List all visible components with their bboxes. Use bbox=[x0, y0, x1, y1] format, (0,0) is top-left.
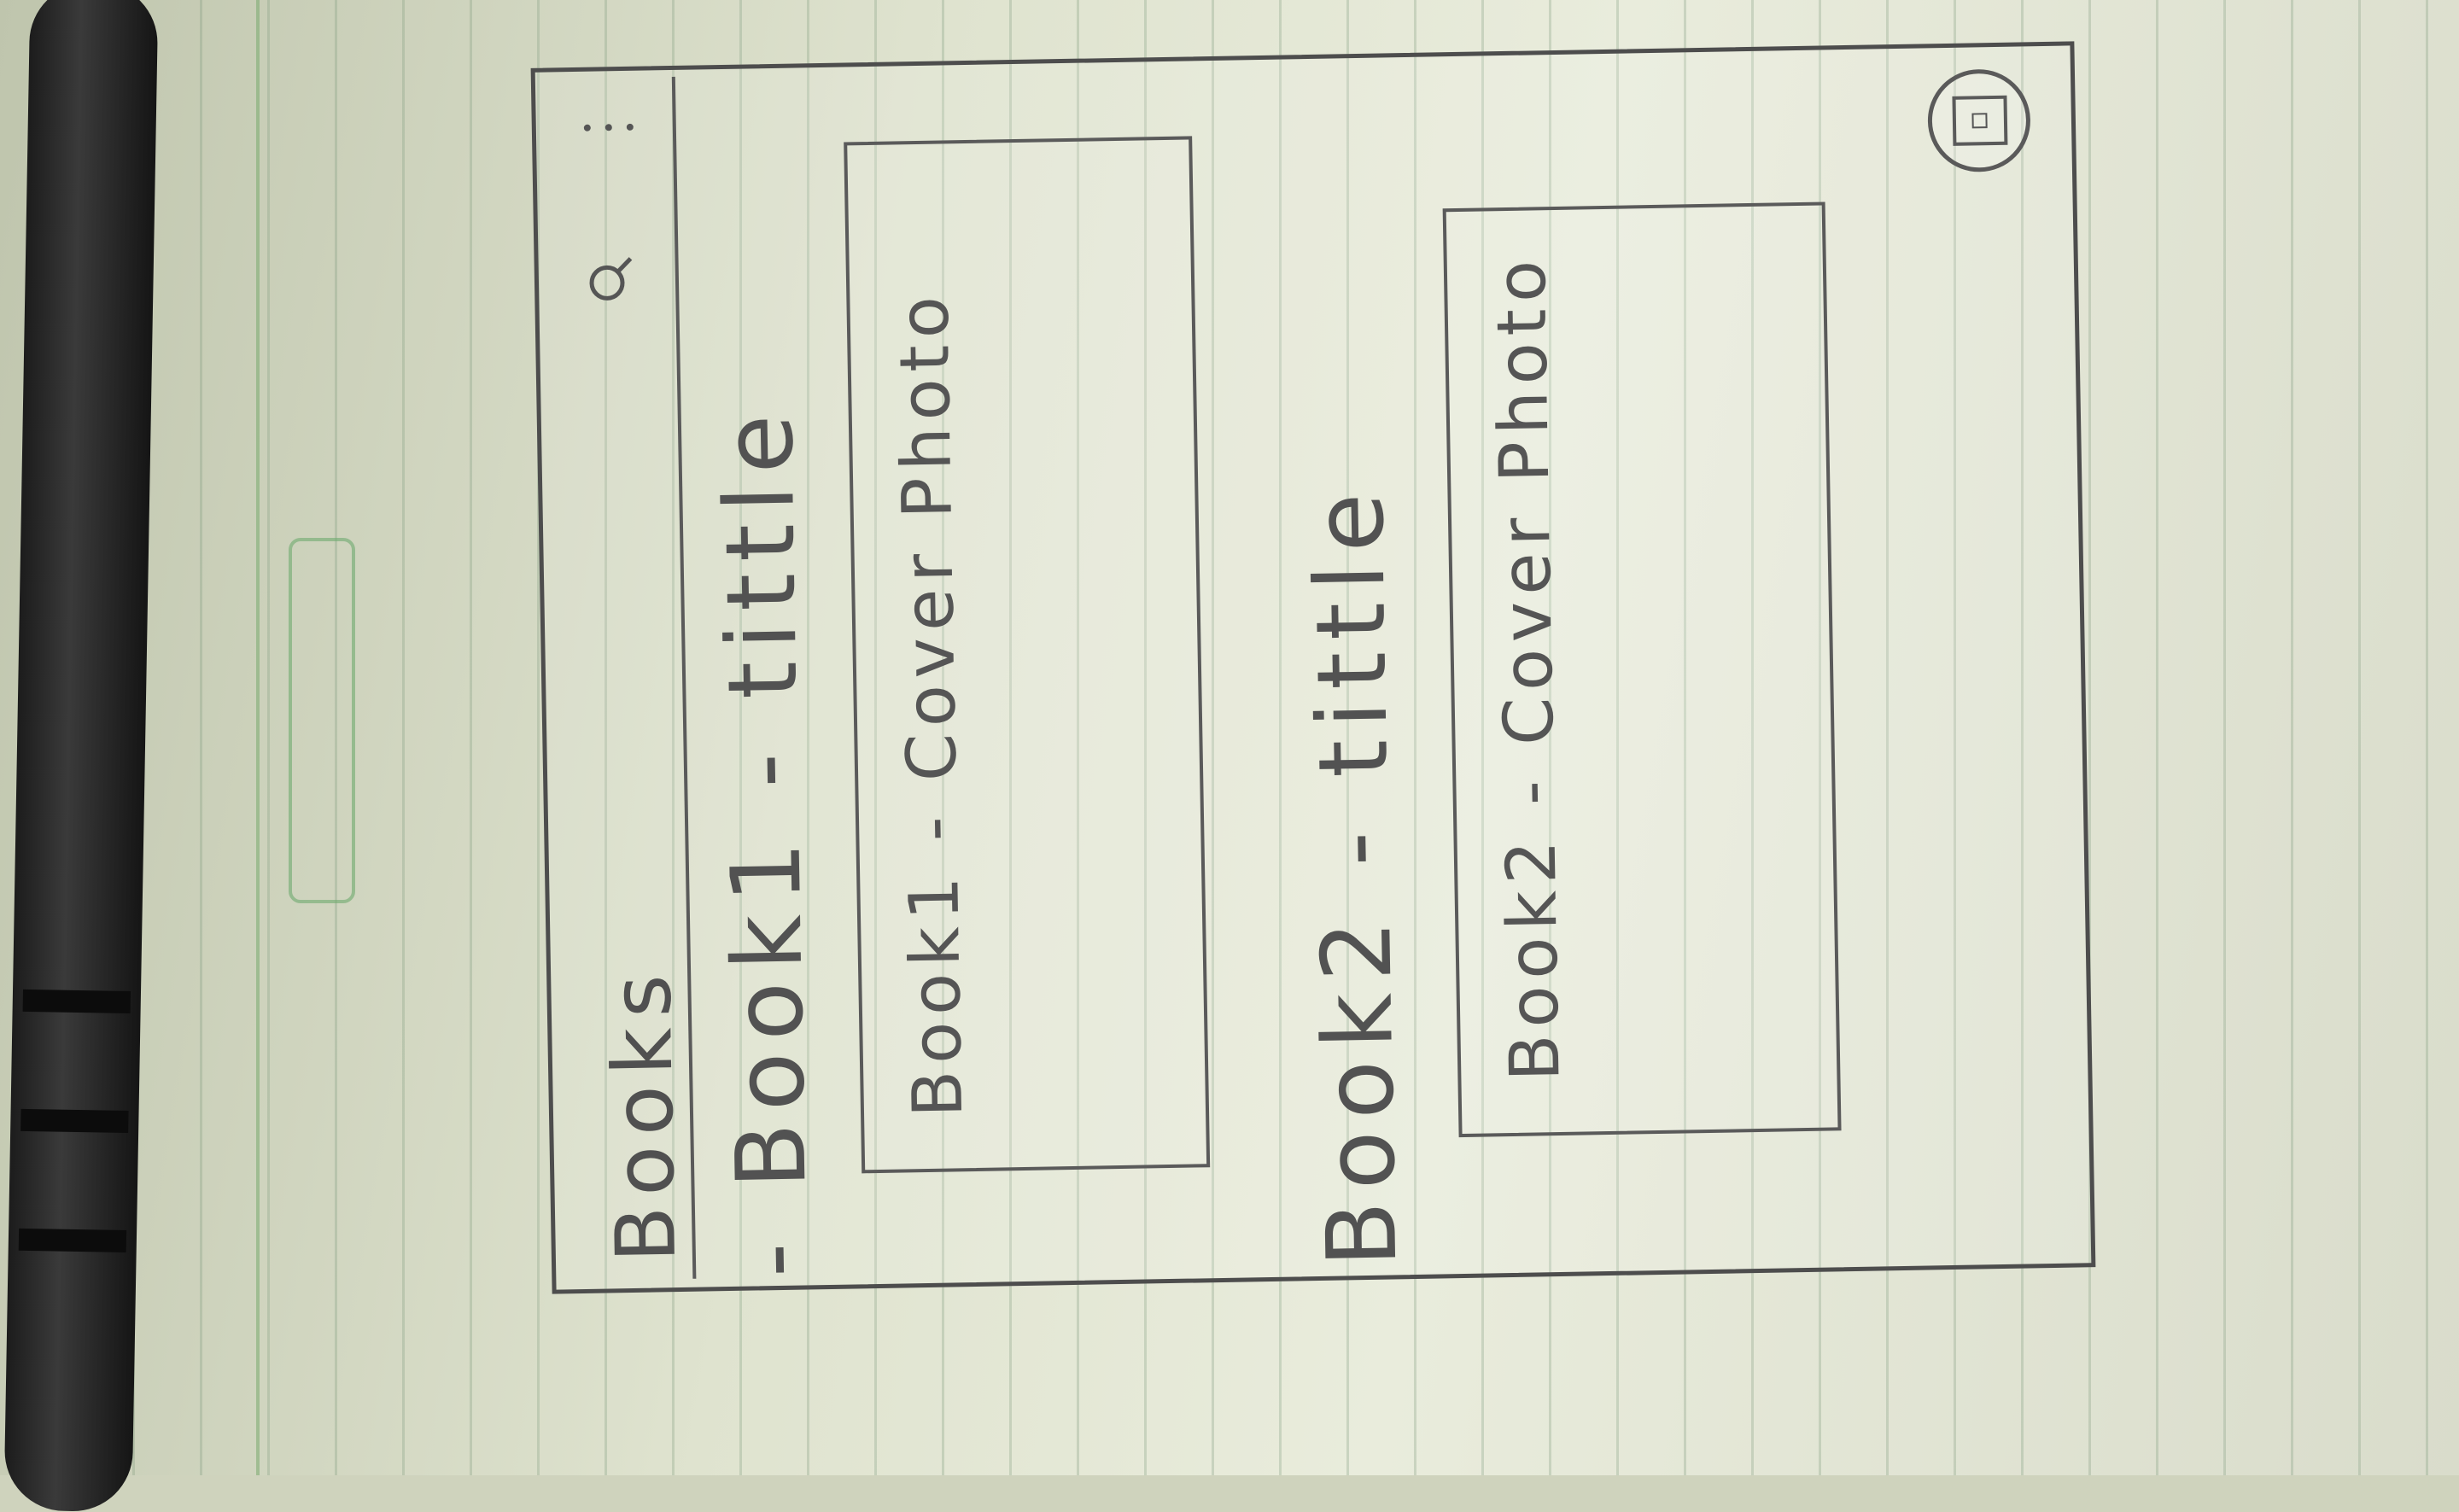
notebook-paper bbox=[0, 0, 2459, 1475]
pen bbox=[3, 0, 159, 1512]
app-title: Books bbox=[593, 963, 695, 1264]
search-icon[interactable] bbox=[582, 254, 636, 307]
overflow-menu-icon[interactable] bbox=[578, 110, 639, 145]
paper-margin-line bbox=[256, 0, 260, 1475]
book-2-title[interactable]: Book2 - tittle bbox=[1294, 480, 1419, 1269]
add-photo-icon: ▫ bbox=[1952, 95, 2008, 146]
floating-action-button[interactable]: ▫ bbox=[1926, 68, 2031, 173]
book-2-cover-label: Book2 - Cover Photo bbox=[1481, 253, 1575, 1083]
book-1-title[interactable]: - Book1 - tittle bbox=[703, 401, 830, 1279]
app-screen: Books - Book1 - tittle Book1 - Cover Pho… bbox=[535, 45, 2092, 1289]
paper-header-box bbox=[289, 538, 355, 903]
book-2-cover-photo[interactable]: Book2 - Cover Photo bbox=[1442, 201, 1842, 1138]
book-1-cover-label: Book1 - Cover Photo bbox=[884, 289, 978, 1118]
book-1-cover-photo[interactable]: Book1 - Cover Photo bbox=[844, 136, 1211, 1174]
app-bar: Books bbox=[543, 76, 697, 1281]
phone-screen-sketch: Books - Book1 - tittle Book1 - Cover Pho… bbox=[530, 41, 2096, 1294]
